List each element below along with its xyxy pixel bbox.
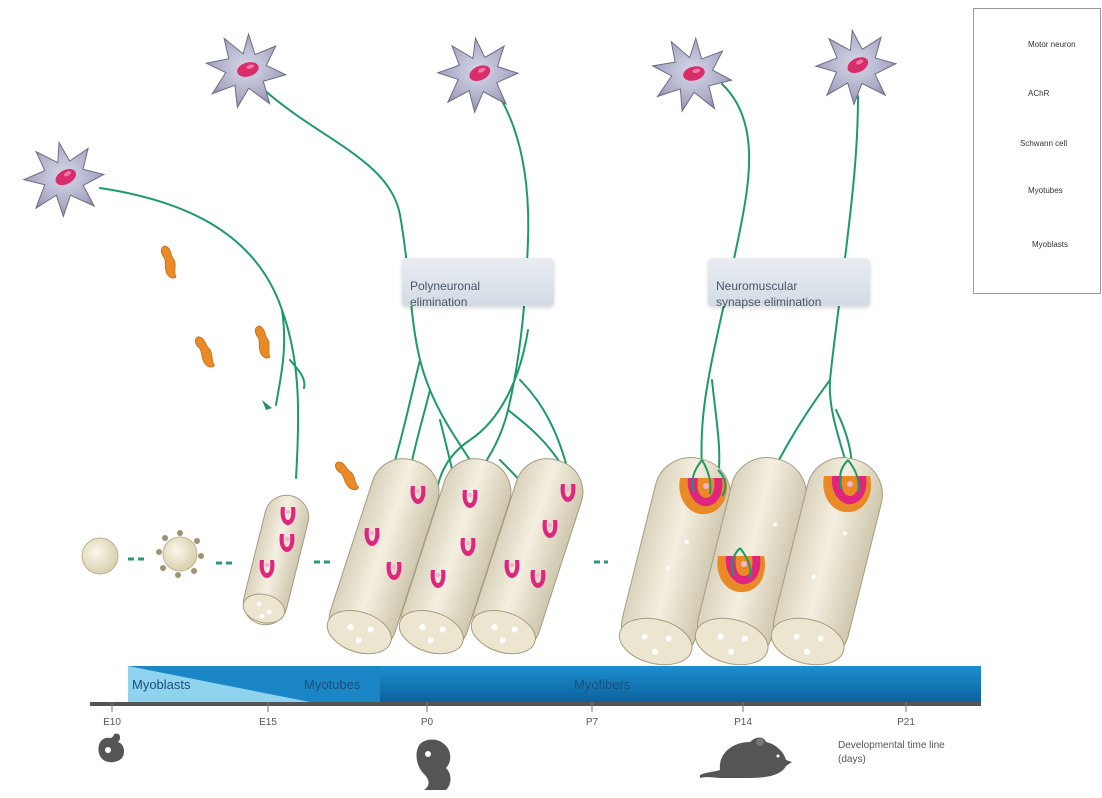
tick-label-p7: P7: [586, 717, 598, 728]
legend: Motor neuron AChR Schwann cell Myotubes …: [973, 8, 1101, 294]
tick-label-p21: P21: [897, 717, 915, 728]
legend-label-achr: AChR: [1028, 89, 1049, 98]
growth-cone: [262, 400, 272, 410]
callout-polyneuronal-text: Polyneuronal elimination: [410, 279, 480, 309]
myoblast-cell: [82, 538, 118, 574]
motor-neuron-5: [812, 26, 899, 108]
motor-neuron-4: [648, 34, 735, 116]
early-myotube: [239, 491, 314, 630]
motor-neuron-3: [436, 35, 521, 114]
legend-label-schwann-cell: Schwann cell: [1020, 139, 1067, 148]
schwann-cell-1: [161, 246, 176, 278]
schwann-cell-3: [255, 326, 270, 358]
tick-label-p14: P14: [734, 717, 752, 728]
myofibers-p14: [613, 450, 890, 672]
tick-label-p0: P0: [421, 717, 433, 728]
axon-neuron-1: [100, 188, 298, 478]
mouse-p14-icon: [700, 738, 792, 779]
stage-label-myoblasts: Myoblasts: [132, 677, 191, 692]
motor-neurons: [19, 26, 899, 221]
tick-label-e15: E15: [259, 717, 277, 728]
timeline-caption: Developmental time line (days): [838, 739, 945, 767]
fusing-myoblast: [156, 530, 204, 578]
callout-neuromuscular-text: Neuromuscular synapse elimination: [716, 279, 821, 309]
legend-label-motor-neuron: Motor neuron: [1028, 40, 1076, 49]
callout-polyneuronal-elimination: Polyneuronal elimination: [402, 258, 554, 306]
callout-neuromuscular-synapse-elimination: Neuromuscular synapse elimination: [708, 258, 870, 306]
embryo-e10-icon: [98, 734, 124, 763]
tick-label-e10: E10: [103, 717, 121, 728]
legend-label-myotubes: Myotubes: [1028, 186, 1063, 195]
axon-neuron-1-branch-a: [276, 310, 284, 405]
embryo-p0-icon: [417, 740, 451, 791]
motor-neuron-1: [19, 137, 109, 221]
legend-label-myoblasts: Myoblasts: [1032, 240, 1068, 249]
myofibers-p0: [321, 450, 591, 661]
schwann-cell-4: [334, 458, 359, 493]
stage-label-myofibers: Myofibers: [574, 677, 630, 692]
stage-label-myotubes: Myotubes: [304, 677, 360, 692]
schwann-cell-2: [195, 335, 215, 369]
stage-icons: [98, 734, 792, 790]
timeline-axis: [90, 702, 981, 706]
stage-bar: [90, 666, 981, 706]
schwann-cells: [161, 246, 359, 493]
